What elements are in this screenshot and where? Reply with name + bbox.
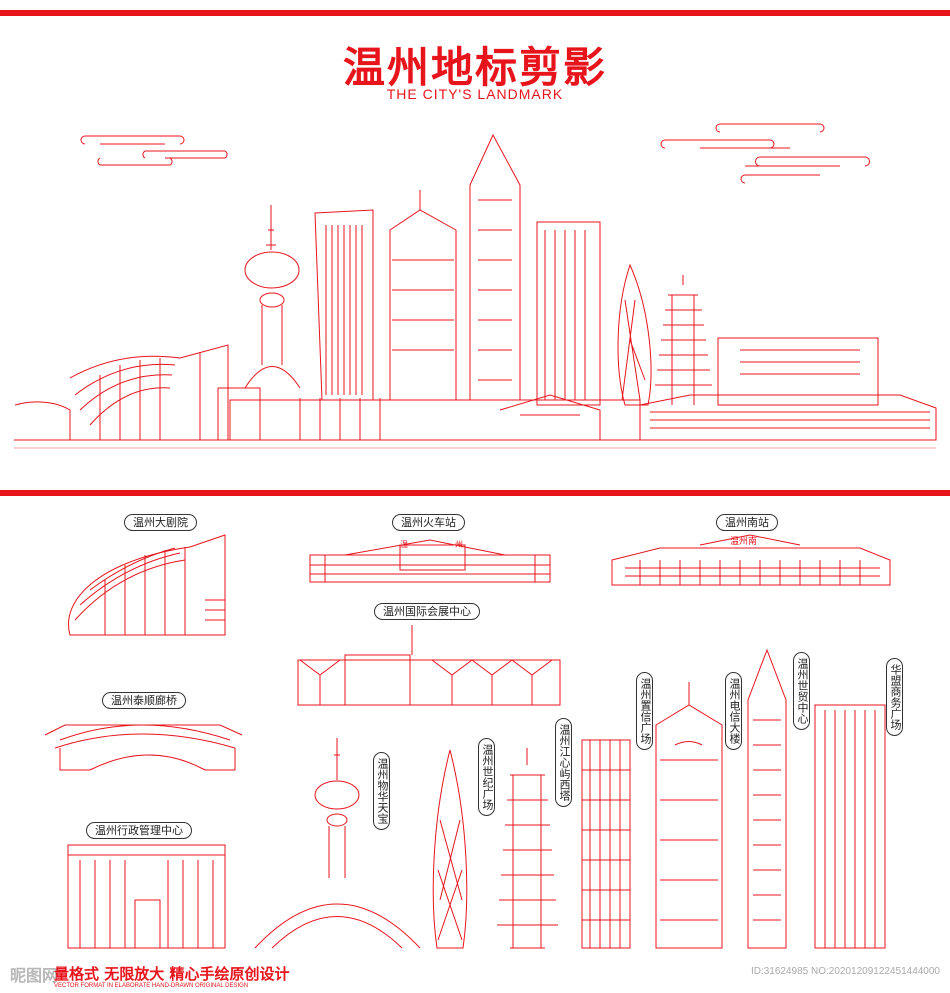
skyline-theatre [14, 344, 229, 440]
label-century-plaza: 温州世纪广场 [478, 738, 495, 816]
covered-bridge-drawing [44, 724, 243, 771]
page-title: 温州地标剪影 [342, 43, 607, 92]
footer-slogan-en: VECTOR FORMAT IN ELABORATE HAND-DRAWN OR… [54, 983, 249, 989]
watermark-right: ID:31624985 NO:20201209122451444000 [750, 966, 940, 977]
watermark-left: 昵图网 [10, 966, 59, 985]
train-station-drawing [309, 539, 551, 583]
label-west-pagoda: 温州江心屿西塔 [555, 718, 572, 807]
train-station-sign-left: 温 [400, 540, 408, 549]
label-zhixin-plaza: 温州置信广场 [636, 672, 653, 750]
top-red-bar [0, 10, 950, 16]
label-telecom-building: 温州电信大楼 [725, 672, 742, 750]
skyline-lowrise [229, 394, 641, 441]
page-subtitle: THE CITY'S LANDMARK [386, 86, 564, 102]
west-pagoda-drawing [497, 748, 558, 949]
south-station-sign: 温州南 [730, 537, 758, 547]
label-huameng-plaza: 华盟商务广场 [886, 658, 903, 736]
admin-center-drawing [67, 844, 226, 949]
label-expo-center: 温州国际会展中心 [374, 603, 480, 620]
label-admin-center: 温州行政管理中心 [86, 822, 192, 839]
label-south-station: 温州南站 [716, 514, 778, 531]
cloud-right-icon [660, 123, 870, 184]
label-world-trade-center: 温州世贸中心 [793, 652, 810, 730]
footer-slogan: 量格式 无限放大 精心手绘原创设计 [54, 965, 290, 983]
label-covered-bridge: 温州泰顺廊桥 [102, 692, 186, 709]
south-station-drawing [611, 534, 891, 586]
world-trade-center-drawing [747, 648, 787, 949]
theatre-drawing [68, 534, 226, 636]
cloud-left-icon [80, 135, 228, 166]
telecom-building-drawing [655, 682, 723, 949]
huameng-plaza-drawing [814, 704, 886, 949]
expo-center-drawing [297, 625, 561, 706]
tv-tower-drawing [254, 738, 421, 949]
century-plaza-drawing [432, 749, 468, 949]
skyline-pagoda [655, 275, 712, 405]
label-wutian: 温州物华天宝 [373, 752, 390, 830]
label-theatre: 温州大剧院 [124, 514, 197, 531]
label-train-station: 温州火车站 [392, 514, 465, 531]
skyline-towers [314, 133, 652, 406]
skyline-hall [639, 337, 937, 441]
divider-red-bar [0, 490, 950, 496]
train-station-sign-right: 州 [455, 540, 463, 549]
skyline-tv-tower [217, 205, 301, 440]
zhixin-plaza-drawing [581, 739, 631, 949]
